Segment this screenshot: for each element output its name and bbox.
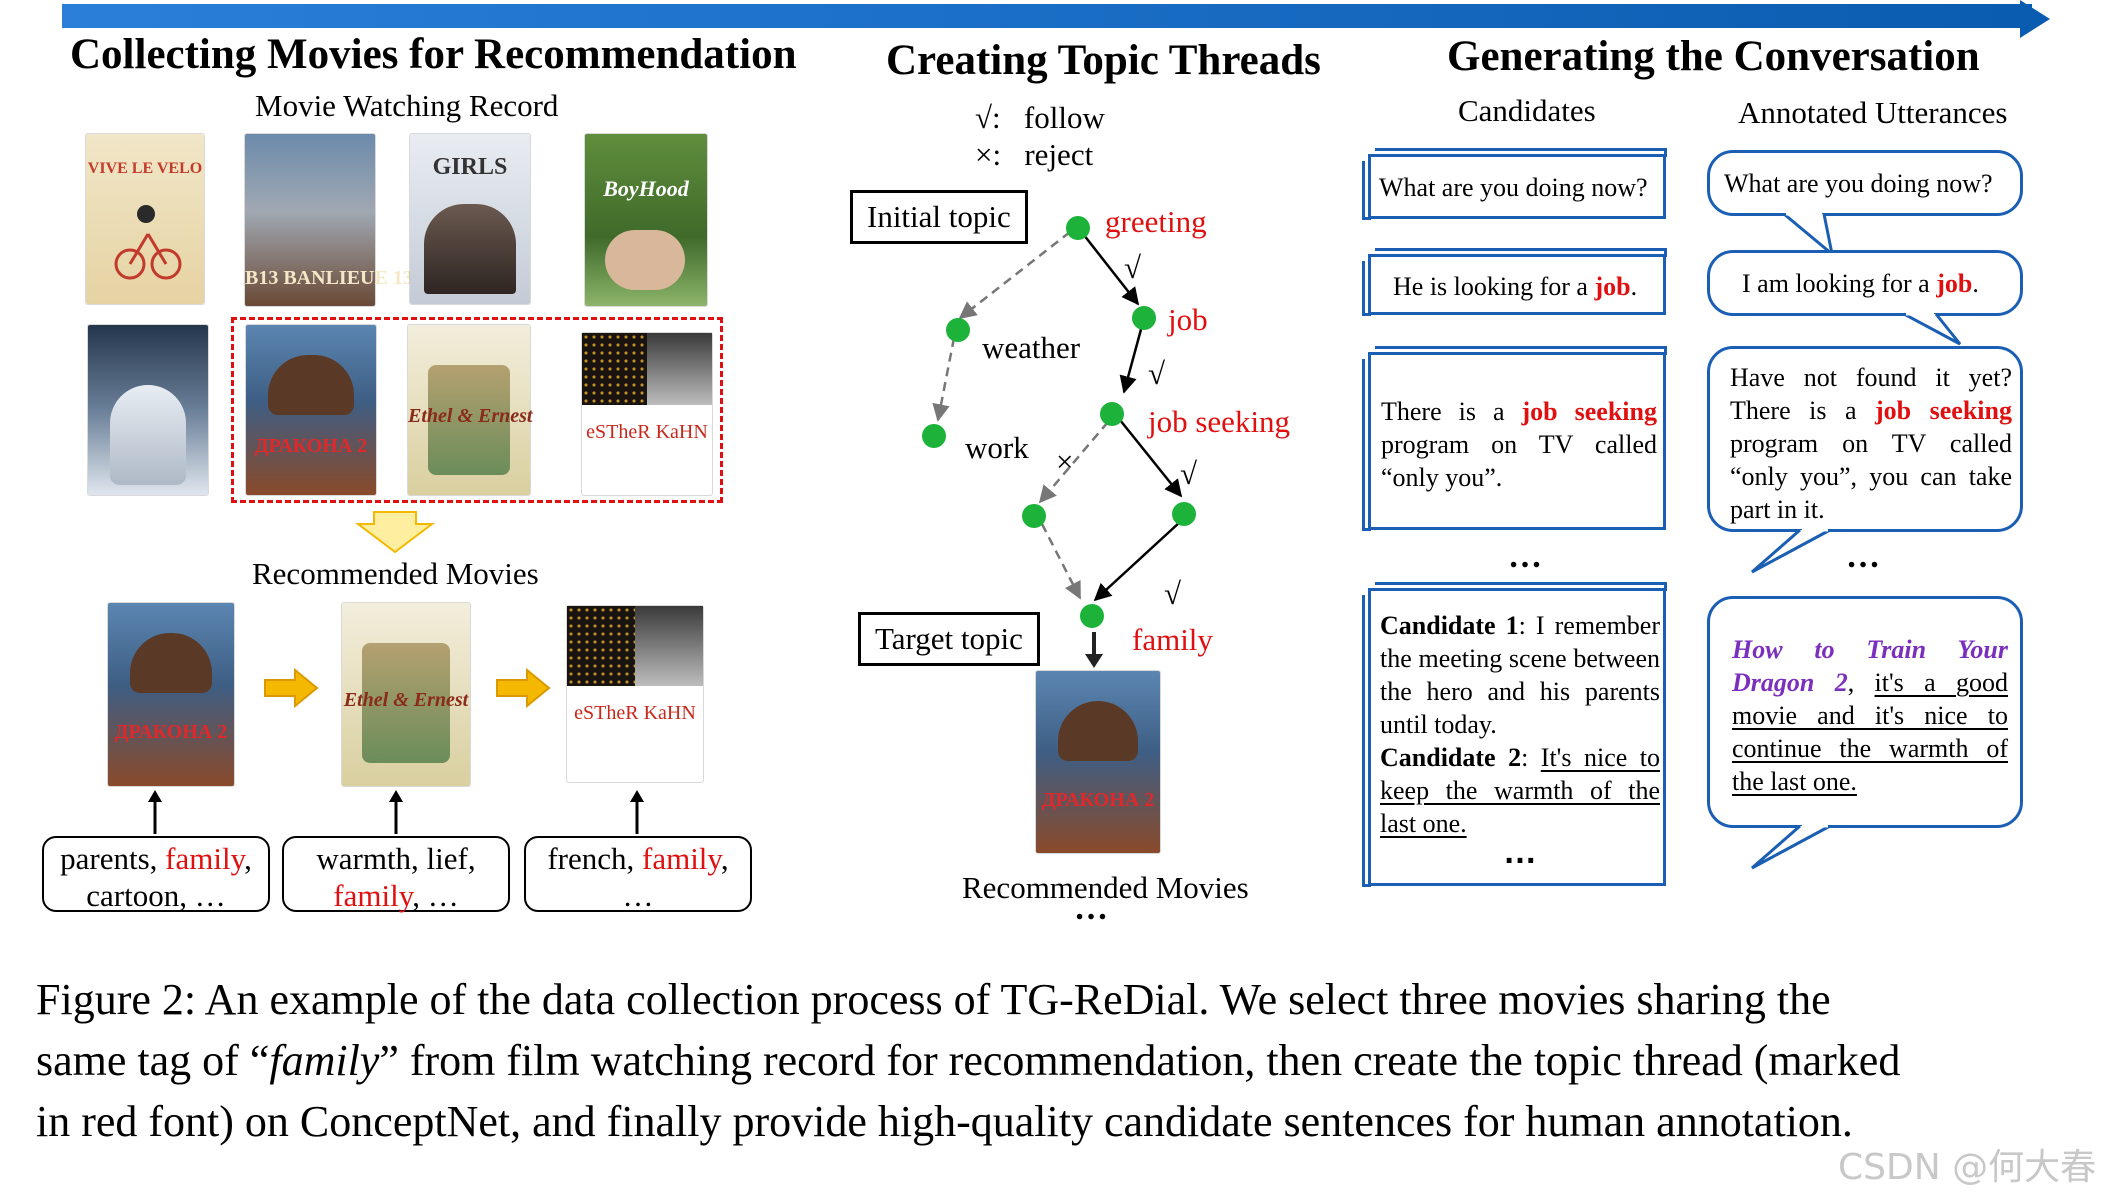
- poster-esther-kahn: eSTheR KaHN: [582, 333, 712, 495]
- poster-white-haired: [88, 325, 208, 495]
- target-topic-box: Target topic: [858, 612, 1040, 666]
- node-label-family: family: [1132, 622, 1213, 657]
- follow-mark: √: [1164, 576, 1182, 611]
- annotated-utterances-label: Annotated Utterances: [1738, 95, 2008, 130]
- watermark: CSDN @何大春: [1838, 1147, 2097, 1188]
- recommended-movies-label: Recommended Movies: [252, 556, 539, 591]
- follow-mark: √: [1180, 456, 1198, 491]
- candidate-box-3: There is a job seeking program on TV cal…: [1362, 346, 1667, 531]
- poster-dragon-2: ДРАКОНА 2: [246, 325, 376, 495]
- left-section-title: Collecting Movies for Recommendation: [70, 31, 797, 78]
- node-label-greeting: greeting: [1105, 204, 1207, 239]
- process-arrow-head: [2020, 0, 2050, 38]
- initial-topic-box: Initial topic: [850, 190, 1028, 244]
- node-work: [922, 424, 946, 448]
- node-label-weather: weather: [982, 330, 1081, 365]
- figure-caption-line-1: Figure 2: An example of the data collect…: [36, 975, 1831, 1024]
- down-arrow-icon: [1085, 632, 1103, 668]
- target-poster-dragon-2: ДРАКОНА 2: [1036, 671, 1160, 853]
- tag-box-1: parents, family, cartoon, …: [42, 836, 270, 913]
- candidates-label: Candidates: [1458, 93, 1596, 128]
- poster-boyhood: BoyHood: [585, 134, 707, 306]
- bicycle-icon: [114, 205, 182, 280]
- utterance-bubble-4: How to Train Your Dragon 2, it's a good …: [1707, 596, 2023, 828]
- node-greeting: [1066, 216, 1090, 240]
- recommended-movies-label-middle: Recommended Movies: [962, 870, 1249, 905]
- utterance-bubble-1: What are you doing now?: [1707, 150, 2023, 216]
- figure-caption-line-3: in red font) on ConceptNet, and finally …: [36, 1097, 1853, 1146]
- node-reject-branch: [1022, 504, 1046, 528]
- utterance-bubble-2: I am looking for a job.: [1707, 250, 2023, 316]
- ellipsis-utterances: …: [1846, 538, 1882, 575]
- reject-mark: ×: [1056, 444, 1074, 479]
- node-family: [1080, 604, 1104, 628]
- poster-vive-le-velo: VIVE LE VELO: [86, 134, 204, 304]
- selected-movies-frame: [231, 317, 723, 503]
- node-follow-branch: [1172, 502, 1196, 526]
- right-arrow-icon: [496, 667, 551, 709]
- ellipsis-candidate-box: …: [1503, 833, 1539, 871]
- legend-follow: √: follow: [975, 100, 1105, 135]
- follow-mark: √: [1124, 250, 1142, 285]
- bubble-tail: [1751, 822, 1831, 870]
- topic-thread-graph: [922, 216, 1196, 628]
- utterance-bubble-3: Have not found it yet? There is a job se…: [1707, 346, 2023, 532]
- poster-b13: B13 BANLIEUE 13: [245, 134, 413, 306]
- down-arrow-icon: [355, 511, 435, 554]
- poster-ethel-ernest: Ethel & Ernest: [408, 325, 532, 495]
- up-arrow-icon: [389, 790, 403, 834]
- up-arrow-icon: [630, 790, 644, 834]
- legend-reject: ×: reject: [975, 137, 1094, 172]
- candidate-box-4: Candidate 1: I remember the meeting scen…: [1362, 582, 1667, 887]
- node-label-work: work: [965, 430, 1029, 465]
- movie-watching-record-label: Movie Watching Record: [255, 88, 559, 123]
- figure-caption-line-2: same tag of “family” from film watching …: [36, 1036, 1901, 1085]
- tag-box-2: warmth, lief, family, …: [282, 836, 510, 913]
- rec-poster-esther-kahn: eSTheR KaHN: [567, 606, 703, 782]
- bubble-tail: [1751, 526, 1831, 574]
- candidate-box-1: What are you doing now?: [1362, 148, 1667, 220]
- node-job-seeking: [1100, 402, 1124, 426]
- up-arrow-icon: [148, 790, 162, 834]
- tag-box-3: french, family, …: [524, 836, 752, 913]
- bubble-tail: [1903, 310, 1962, 346]
- node-label-job-seeking: job seeking: [1148, 404, 1291, 439]
- right-arrow-icon: [264, 667, 319, 709]
- candidate-box-2: He is looking for a job.: [1362, 248, 1667, 316]
- middle-section-title: Creating Topic Threads: [886, 37, 1321, 84]
- ellipsis-middle: …: [1074, 890, 1110, 927]
- rec-poster-ethel-ernest: Ethel & Ernest: [342, 603, 470, 786]
- node-job: [1132, 306, 1156, 330]
- follow-mark: √: [1148, 356, 1166, 391]
- node-label-job: job: [1168, 302, 1208, 337]
- ellipsis-candidates: …: [1508, 538, 1544, 575]
- node-weather: [946, 318, 970, 342]
- rec-poster-dragon-2: ДРАКОНА 2: [108, 603, 234, 786]
- right-section-title: Generating the Conversation: [1447, 33, 1980, 80]
- poster-girls: GIRLS: [410, 134, 530, 304]
- process-arrow-bar: [62, 4, 2032, 28]
